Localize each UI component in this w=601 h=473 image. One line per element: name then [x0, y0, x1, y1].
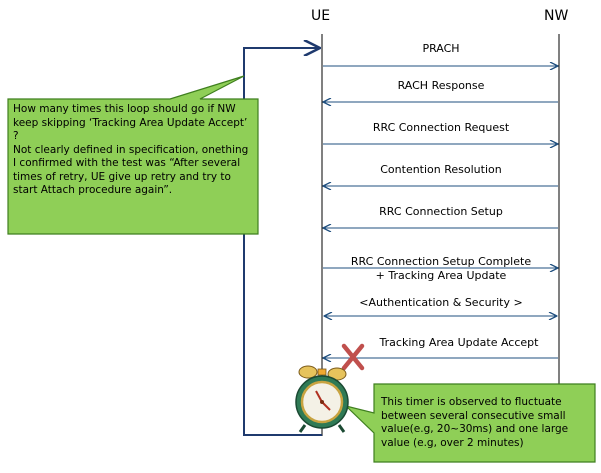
alarm-clock-icon: [295, 365, 349, 433]
nw-label: NW: [544, 8, 569, 24]
cross-icon: [341, 343, 365, 371]
message-rrc-setup-complete-label: RRC Connection Setup Complete + Tracking…: [350, 255, 532, 282]
loop-callout-text: How many times this loop should go if NW…: [13, 103, 249, 196]
message-rrc-connection-setup-label: RRC Connection Setup: [379, 205, 503, 218]
timer-callout-box: [343, 383, 596, 463]
message-tracking-area-update-accept-label: Tracking Area Update Accept: [379, 336, 539, 349]
message-prach-label: PRACH: [422, 42, 460, 55]
timer-callout-text: This timer is observed to fluctuate betw…: [381, 396, 569, 449]
message-rrc-connection-request-label: RRC Connection Request: [372, 121, 510, 134]
retry-loop-line: [243, 48, 322, 436]
ue-label: UE: [311, 8, 331, 24]
message-authentication-security-label: <Authentication & Security >: [359, 296, 523, 309]
message-contention-resolution-label: Contention Resolution: [380, 163, 502, 176]
message-rach-response-label: RACH Response: [397, 79, 485, 92]
loop-callout-box: [7, 75, 259, 235]
